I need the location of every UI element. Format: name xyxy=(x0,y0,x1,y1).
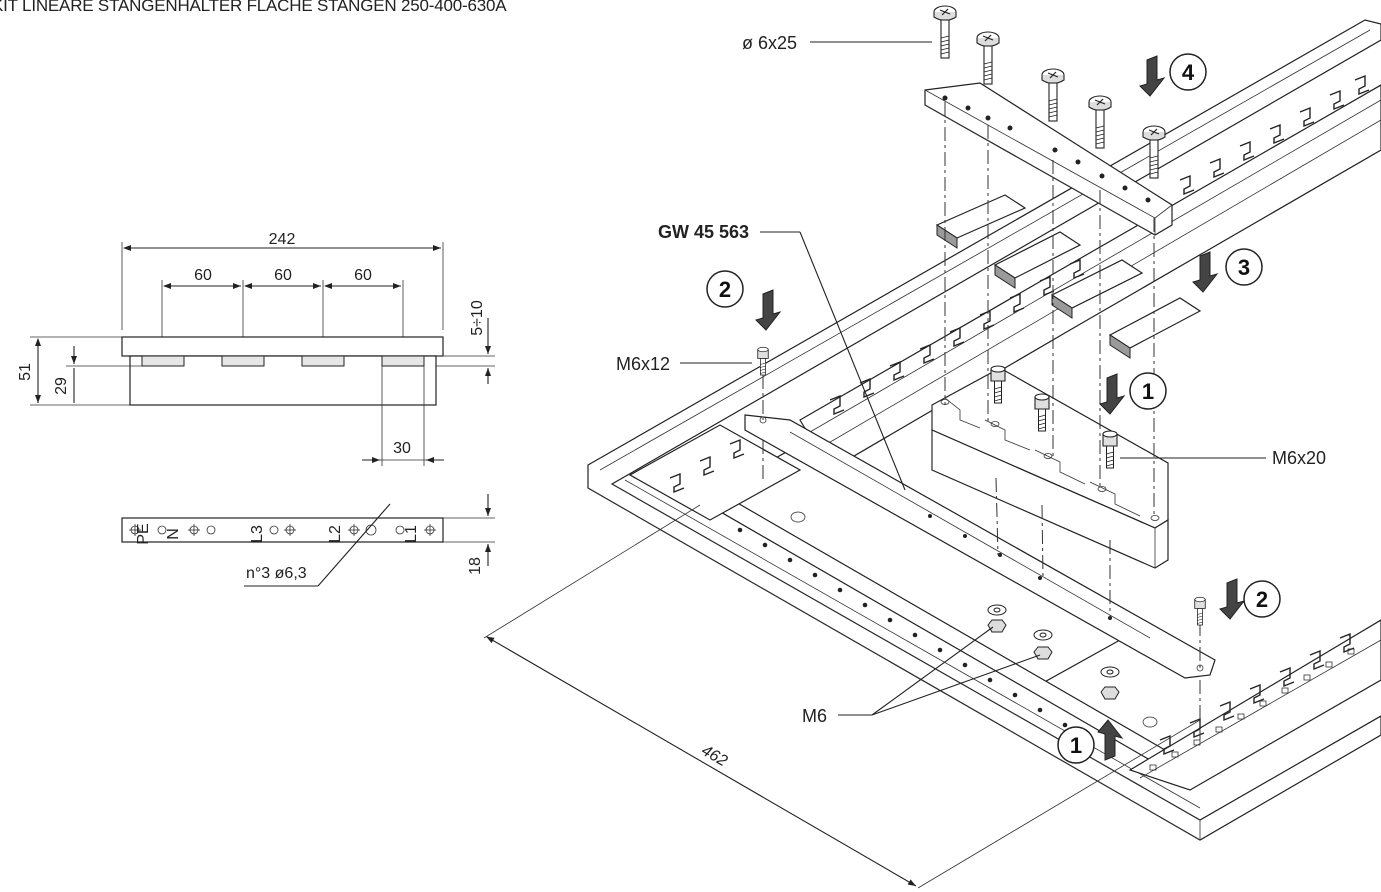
front-rail-slots xyxy=(1149,633,1355,771)
dim-offset: 5÷10 xyxy=(469,300,486,336)
top-view-drawing xyxy=(121,494,495,587)
callout-screw-top: ø 6x25 xyxy=(742,33,797,53)
callout-screw-m6x12: M6x12 xyxy=(616,354,670,374)
step-1-marker-lower xyxy=(1057,726,1095,764)
flat-busbars xyxy=(935,194,1202,359)
alignment-lines xyxy=(762,102,1201,740)
step-4-number: 4 xyxy=(1182,60,1195,85)
lower-busbar-holder xyxy=(931,367,1169,569)
top-clamp-bar xyxy=(924,82,1173,236)
step-1-marker-upper xyxy=(1129,372,1167,410)
phase-label-l3: L3 xyxy=(249,525,266,543)
phase-label-pe: PE xyxy=(135,523,152,544)
step-3-marker xyxy=(1225,248,1263,286)
step-1-number-lower: 1 xyxy=(1070,733,1082,758)
dim-frame-length: 462 xyxy=(698,742,730,770)
dim-depth: 18 xyxy=(467,557,484,575)
dim-height-total: 51 xyxy=(17,363,34,381)
step-4-marker xyxy=(1169,53,1207,91)
dim-end-gap: 30 xyxy=(393,440,411,457)
callout-nut-m6: M6 xyxy=(802,706,827,726)
step-3-number: 3 xyxy=(1238,255,1250,280)
dim-overall-width: 242 xyxy=(269,231,296,248)
step-2-marker-left xyxy=(706,270,744,308)
dim-spacing-1: 60 xyxy=(194,267,212,284)
phase-label-n: N xyxy=(165,528,182,540)
diagram-title: KIT LINEARE STANGENHALTER FLACHE STANGEN… xyxy=(0,0,507,15)
front-view-drawing xyxy=(30,242,495,466)
callout-screw-m6x20: M6x20 xyxy=(1272,448,1326,468)
step-2-number-right: 2 xyxy=(1256,587,1268,612)
dim-spacing-3: 60 xyxy=(354,267,372,284)
washers-nuts-m6 xyxy=(987,604,1120,700)
dim-height-bar: 29 xyxy=(53,377,70,395)
callout-part-code: GW 45 563 xyxy=(658,222,749,242)
step-1-number-upper: 1 xyxy=(1142,379,1154,404)
step-2-number-left: 2 xyxy=(719,277,731,302)
phase-label-l2: L2 xyxy=(327,525,344,543)
step-markers xyxy=(706,53,1281,764)
frame-length-dimension xyxy=(483,504,1201,889)
phase-label-l1: L1 xyxy=(403,525,420,543)
dim-holes: n°3 ø6,3 xyxy=(246,565,307,582)
step-2-marker-right xyxy=(1243,580,1281,618)
dim-spacing-2: 60 xyxy=(274,267,292,284)
